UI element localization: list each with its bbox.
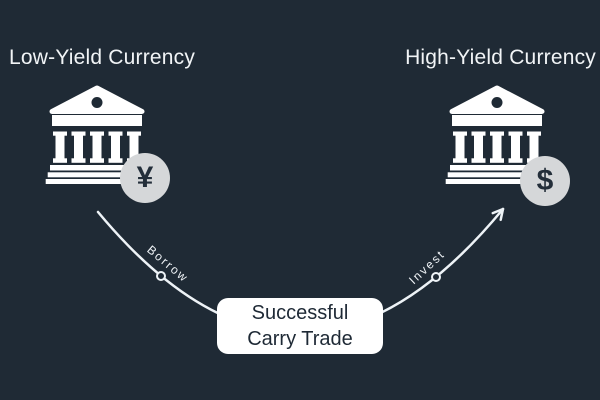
high-yield-title: High-Yield Currency [405, 46, 596, 69]
dollar-coin-icon: $ [520, 156, 570, 206]
arrowhead-icon [491, 207, 505, 222]
carry-trade-box: Successful Carry Trade [217, 298, 383, 354]
low-yield-title: Low-Yield Currency [9, 46, 196, 69]
invest-waypoint-dot [431, 272, 441, 282]
yen-symbol: ¥ [136, 161, 154, 194]
dollar-symbol: $ [536, 164, 554, 197]
carry-trade-box-line2: Carry Trade [247, 328, 353, 350]
bank-icon-left [45, 85, 153, 184]
carry-trade-box-line1: Successful [251, 302, 349, 324]
borrow-waypoint-dot [156, 271, 166, 281]
yen-coin-icon: ¥ [120, 153, 170, 203]
